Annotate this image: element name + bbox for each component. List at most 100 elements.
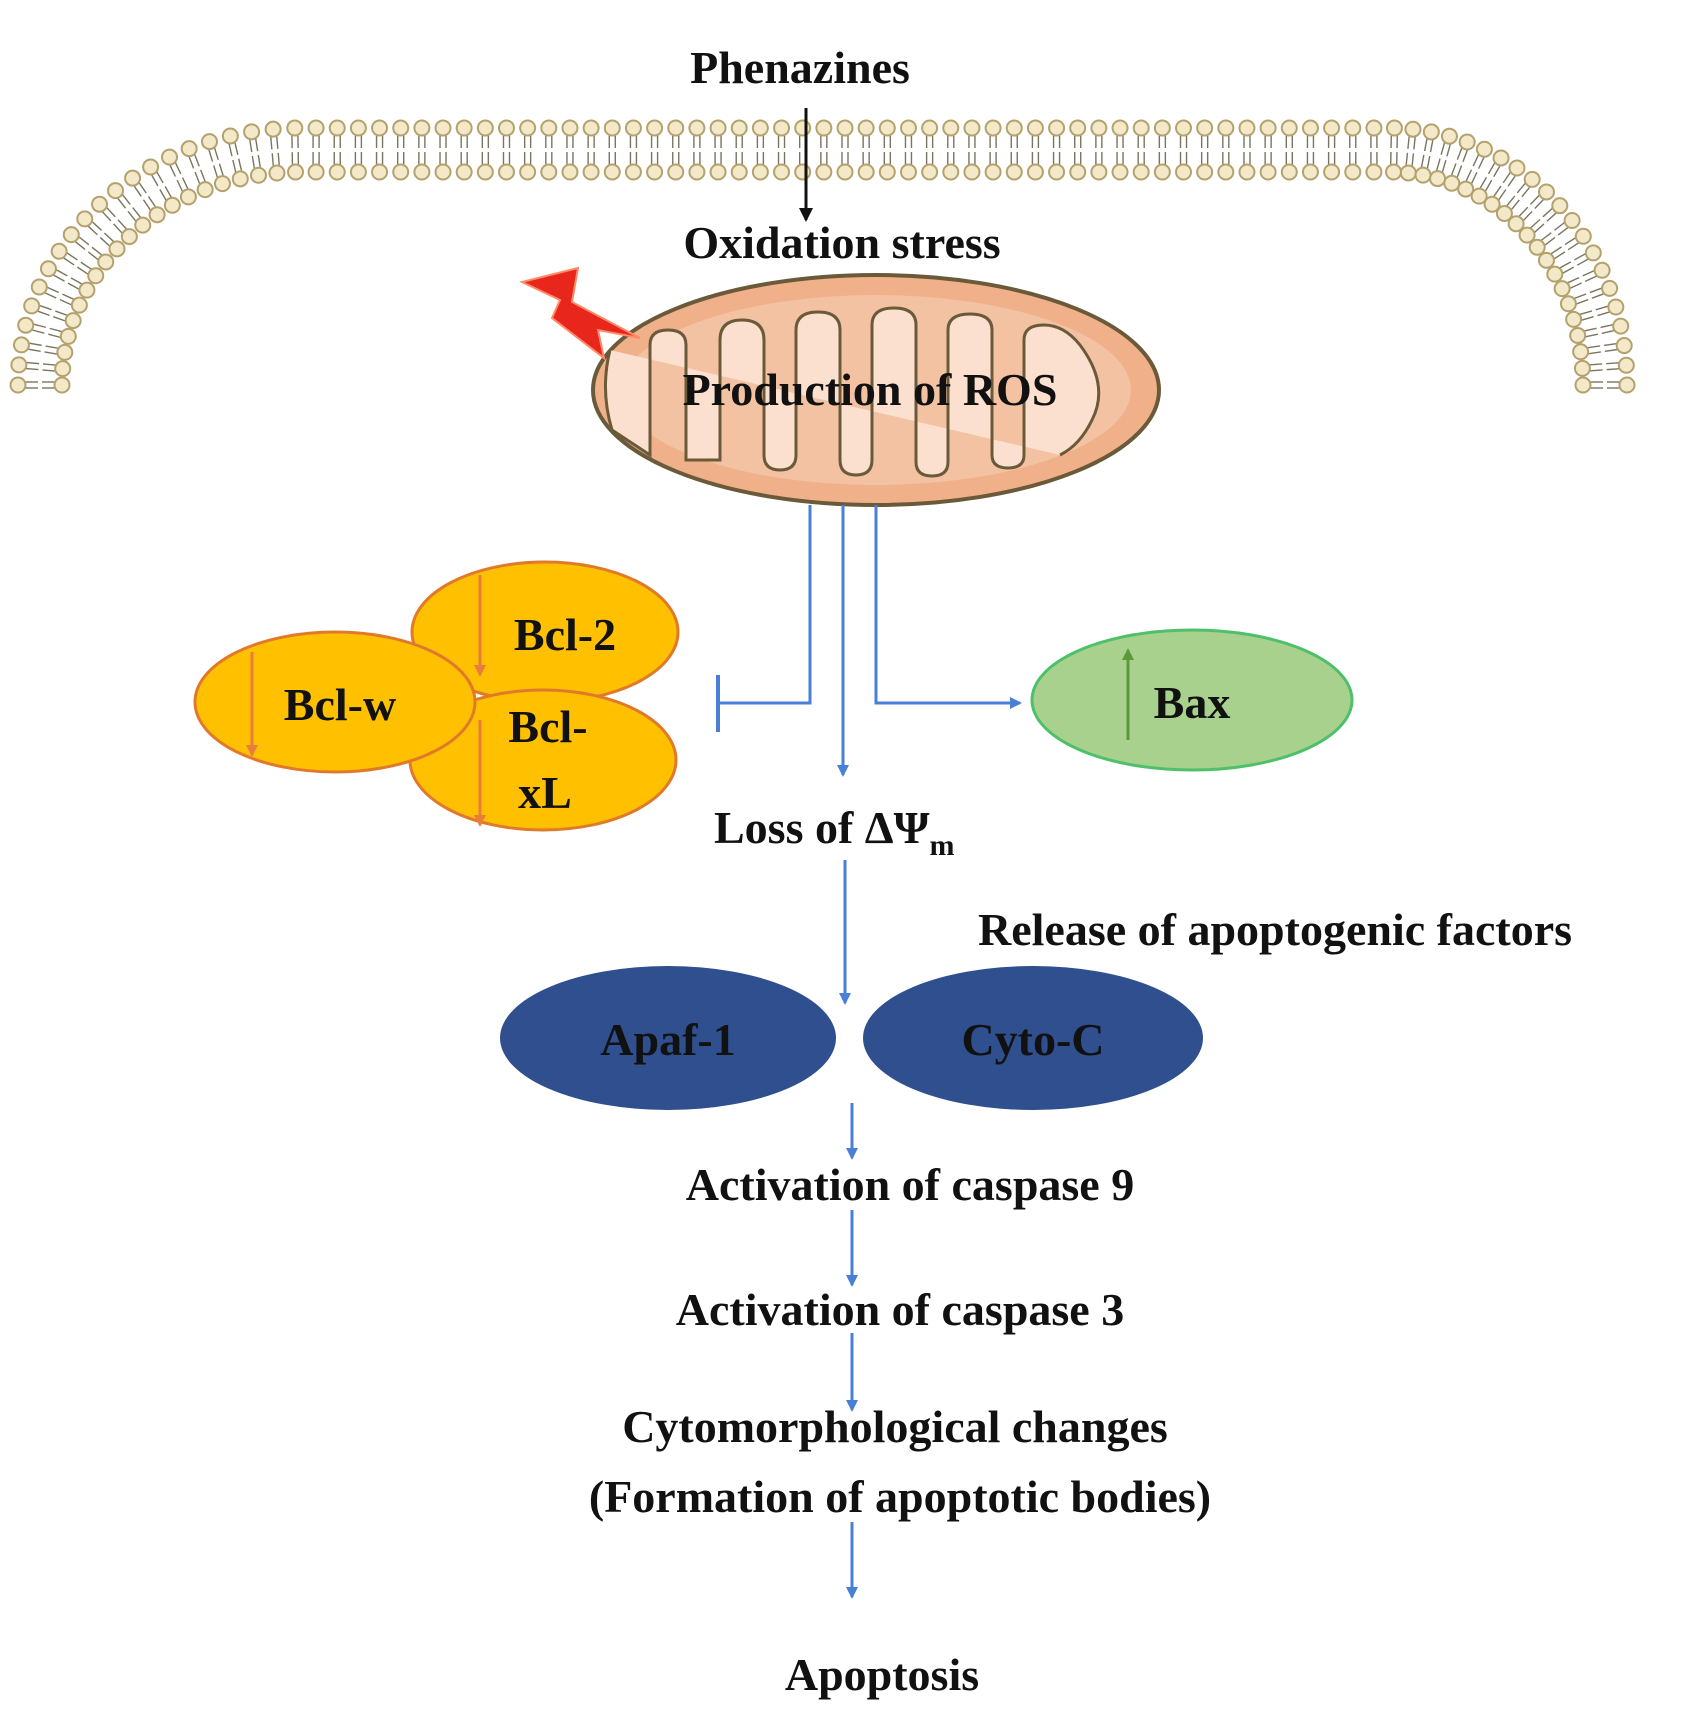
lipid-tail <box>99 236 112 248</box>
lipid-tail <box>1505 195 1516 208</box>
lipid-tail <box>1423 137 1428 152</box>
lipid-tail <box>251 155 256 170</box>
lipid-tail <box>62 293 76 301</box>
lipid-tail <box>30 328 45 334</box>
lipid-tail <box>1497 189 1507 202</box>
lipid-head <box>1048 119 1066 137</box>
lightning-bolt-icon <box>519 266 641 361</box>
lipid-head <box>307 163 325 181</box>
bcl-xl-label-line2: xL <box>518 767 572 818</box>
lipid-head <box>213 175 231 193</box>
lipid-head <box>148 206 166 224</box>
lipid-tail <box>53 316 67 323</box>
lipid-tail <box>1478 176 1488 190</box>
caspase-9-label: Activation of caspase 9 <box>686 1159 1134 1210</box>
lipid-head <box>773 119 791 137</box>
lipid-tail <box>1591 292 1606 299</box>
lipid-tail <box>1493 164 1502 178</box>
lipid-head <box>1508 159 1526 177</box>
lipid-head <box>582 119 600 137</box>
lipid-head <box>221 127 239 145</box>
lipid-tail <box>174 160 182 175</box>
lipid-head <box>540 119 558 137</box>
lipid-head <box>1026 119 1044 137</box>
lipid-head <box>519 163 537 181</box>
lipid-tail <box>1561 266 1575 275</box>
oxidation-stress-label: Oxidation stress <box>683 217 1000 268</box>
lipid-tail <box>73 240 86 250</box>
lipid-tail <box>32 323 47 329</box>
lipid-head <box>64 312 82 330</box>
lipid-head <box>815 163 833 181</box>
lipid-head <box>1005 119 1023 137</box>
lipid-head <box>1607 298 1625 316</box>
bax-group: Bax <box>1030 628 1354 772</box>
lipid-tail <box>1553 221 1566 231</box>
lipid-head <box>667 163 685 181</box>
lipid-tail <box>80 261 93 271</box>
bcl-family-group: Bcl-2 Bcl-w Bcl- xL <box>193 560 680 832</box>
bax-label: Bax <box>1154 677 1231 728</box>
lipid-head <box>624 119 642 137</box>
lipid-tail <box>269 135 273 150</box>
lipid-tail <box>27 342 42 347</box>
mito-signal-lines <box>716 505 1022 777</box>
lipid-head <box>646 119 664 137</box>
lipid-head <box>1365 119 1383 137</box>
cyto-c-label: Cyto-C <box>961 1014 1104 1065</box>
lipid-tail <box>1529 218 1541 230</box>
lipid-head <box>1399 164 1417 182</box>
lipid-tail <box>49 327 64 333</box>
lipid-head <box>1483 195 1501 213</box>
lipid-tail <box>1510 199 1520 212</box>
caspase-3-label: Activation of caspase 3 <box>676 1284 1124 1335</box>
lipid-tail <box>228 142 233 157</box>
lipid-tail <box>1426 155 1431 170</box>
lipid-head <box>497 119 515 137</box>
mitochondrion-icon <box>591 273 1161 507</box>
lipid-tail <box>77 235 90 246</box>
loss-of-potential-label: Loss of ΔΨm <box>714 802 955 862</box>
lipid-tail <box>132 207 142 220</box>
lipid-head <box>561 119 579 137</box>
lipid-head <box>455 163 473 181</box>
lipid-tail <box>176 179 184 194</box>
lipid-head <box>899 119 917 137</box>
lipid-head <box>963 119 981 137</box>
lipid-tail <box>200 169 207 184</box>
apaf-1-label: Apaf-1 <box>600 1014 735 1065</box>
lipid-head <box>1238 163 1256 181</box>
lipid-tail <box>1464 169 1473 183</box>
lipid-head <box>1457 180 1475 198</box>
lipid-head <box>1574 227 1592 245</box>
lipid-head <box>1572 343 1590 361</box>
lipid-tail <box>1566 276 1580 285</box>
lipid-head <box>1518 226 1536 244</box>
lipid-tail <box>187 155 195 169</box>
lipid-tail <box>194 171 201 186</box>
lipid-tail <box>1546 211 1558 222</box>
lipid-tail <box>1588 369 1603 372</box>
lipid-head <box>497 163 515 181</box>
lipid-head <box>794 119 812 137</box>
lipid-head <box>646 163 664 181</box>
lipid-tail <box>1582 269 1596 277</box>
lipid-head <box>815 119 833 137</box>
bax-ellipse <box>1030 628 1354 772</box>
lipid-head <box>196 181 214 199</box>
lipid-tail <box>1574 298 1589 306</box>
lipid-tail <box>1584 333 1599 338</box>
lipid-tail <box>90 220 102 231</box>
lipid-tail <box>1441 159 1447 174</box>
lipid-head <box>268 164 286 182</box>
lipid-head <box>857 163 875 181</box>
lipid-tail <box>1604 348 1619 353</box>
lipid-head <box>1593 261 1611 279</box>
lipid-tail <box>1603 342 1618 347</box>
lipid-tail <box>1589 287 1604 294</box>
lipid-tail <box>116 196 127 209</box>
lipid-head <box>264 120 282 138</box>
apoptogenic-factors: Apaf-1 Cyto-C <box>500 966 1203 1110</box>
lipid-head <box>163 196 181 214</box>
lipid-head <box>1132 163 1150 181</box>
